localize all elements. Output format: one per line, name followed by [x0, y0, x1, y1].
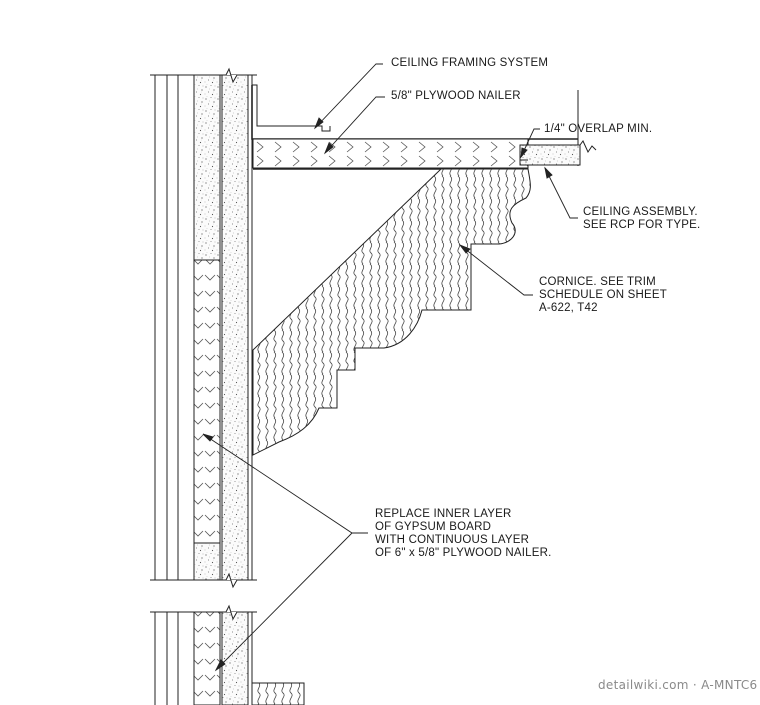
upper-wall-section [150, 67, 257, 589]
lower-wall-section [150, 604, 305, 705]
ceiling-assembly [519, 140, 597, 166]
plywood-nailer [252, 138, 529, 169]
cornice-line-1: CORNICE. SEE TRIM [539, 276, 656, 288]
ceiling-framing-callout: CEILING FRAMING SYSTEM [391, 57, 549, 69]
leader-lines [202, 63, 578, 672]
cornice-line-2: SCHEDULE ON SHEET [539, 289, 668, 301]
cornice-profile [252, 168, 531, 456]
watermark: detailwiki.com · A-MNTC6 [598, 678, 758, 692]
plywood-nailer-callout: 5/8" PLYWOOD NAILER [391, 90, 521, 102]
cornice-callout: CORNICE. SEE TRIM SCHEDULE ON SHEET A-62… [539, 276, 667, 315]
cornice-line-3: A-622, T42 [539, 302, 598, 314]
ceiling-assembly-line-2: SEE RCP FOR TYPE. [583, 219, 701, 231]
replace-layer-line-3: WITH CONTINUOUS LAYER [375, 534, 530, 546]
replace-layer-line-1: REPLACE INNER LAYER [375, 508, 512, 520]
replace-layer-line-4: OF 6" x 5/8" PLYWOOD NAILER. [375, 547, 552, 559]
overlap-callout: 1/4" OVERLAP MIN. [544, 123, 653, 135]
ceiling-assembly-line-1: CEILING ASSEMBLY. [583, 206, 698, 218]
replace-layer-callout: REPLACE INNER LAYER OF GYPSUM BOARD WITH… [375, 508, 552, 560]
replace-layer-line-2: OF GYPSUM BOARD [375, 521, 492, 533]
ceiling-assembly-callout: CEILING ASSEMBLY. SEE RCP FOR TYPE. [583, 206, 700, 232]
